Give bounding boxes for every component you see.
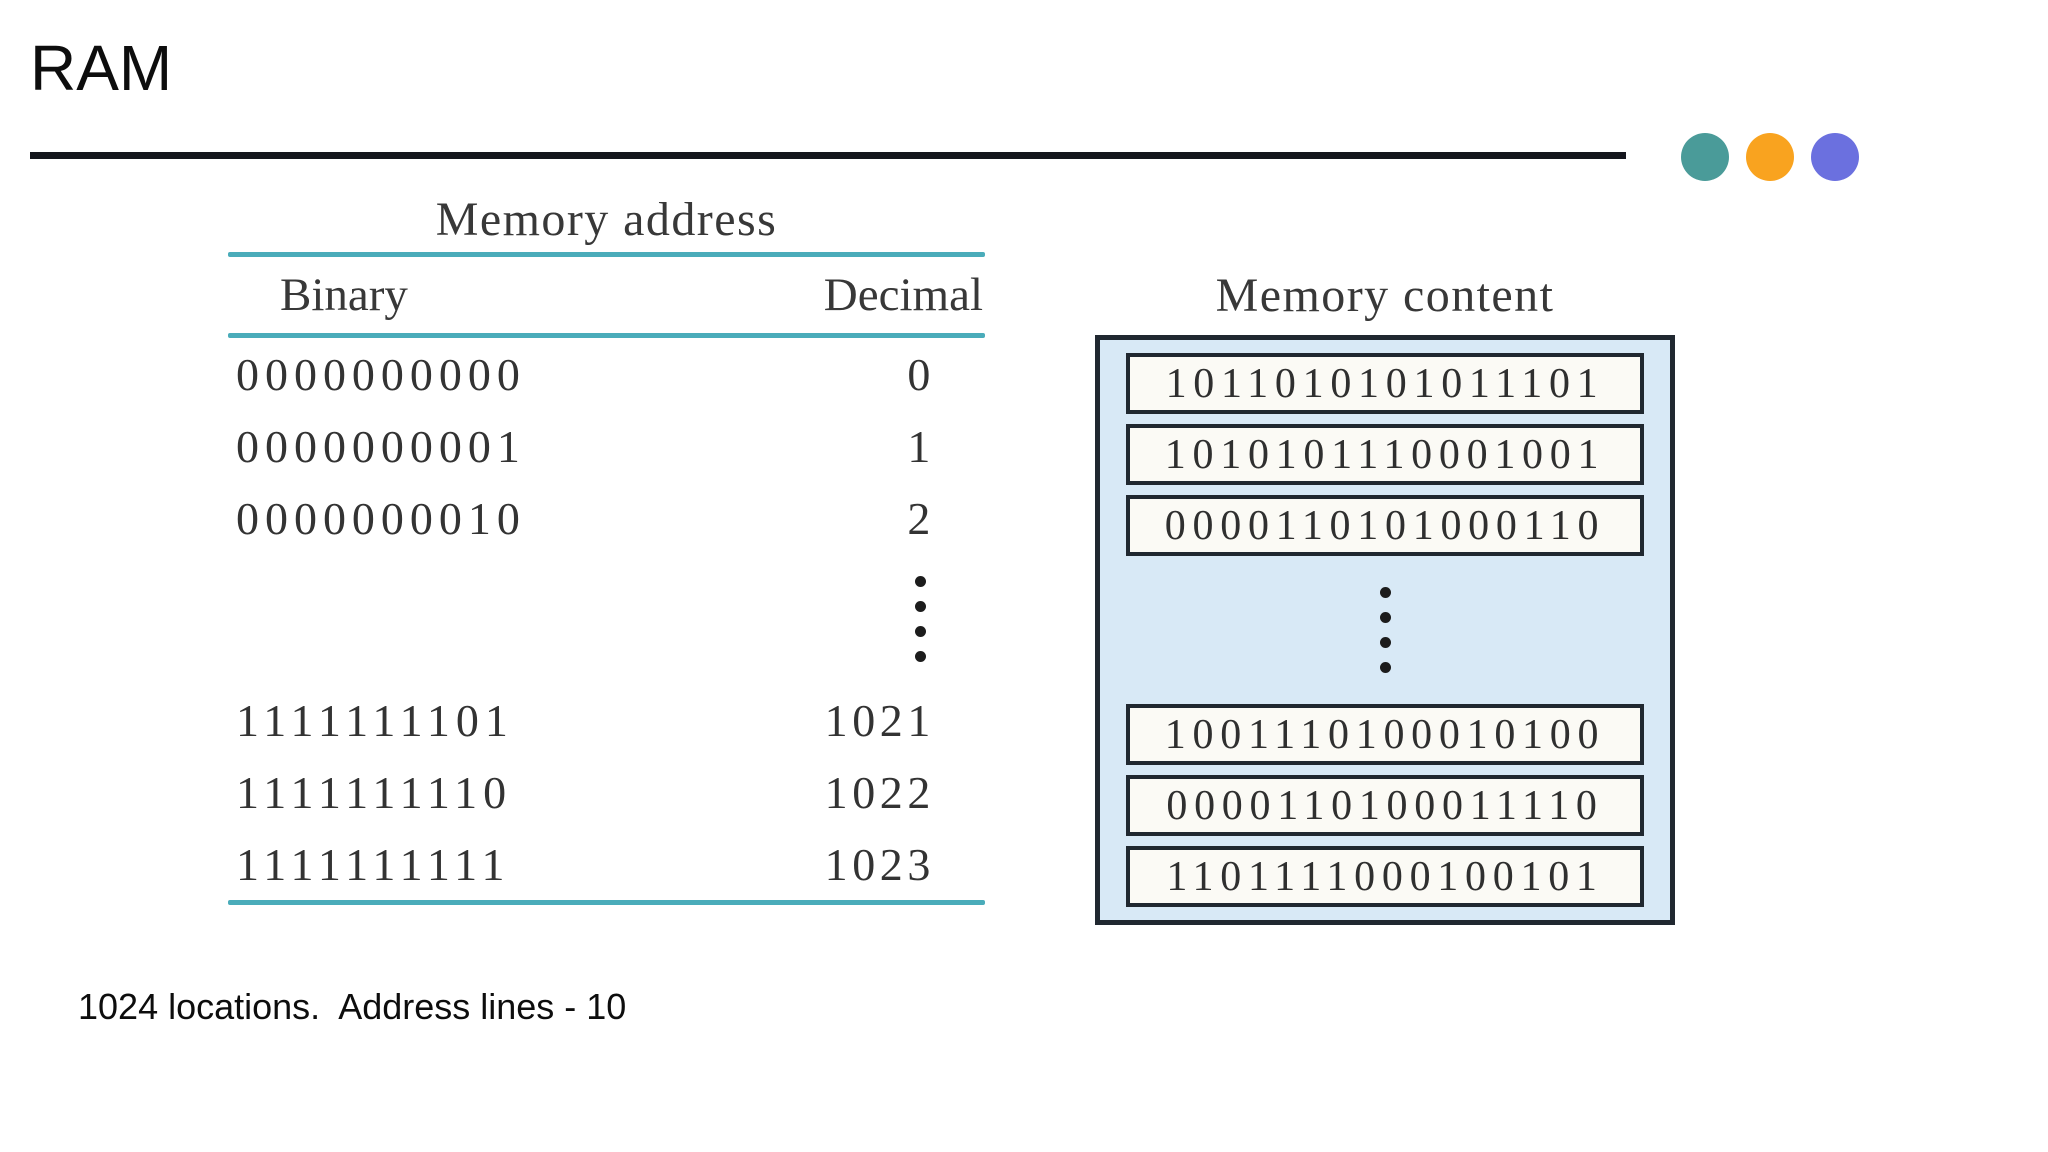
- purple-circle-icon: [1811, 133, 1859, 181]
- binary-address: 1111111110: [236, 766, 513, 818]
- ellipsis-dot: [915, 601, 926, 612]
- decoration-dots: [1681, 133, 1859, 181]
- memory-address-table: Memory address Binary Decimal 0000000000…: [228, 188, 985, 905]
- ellipsis-dot: [915, 651, 926, 662]
- decimal-address: 1023: [824, 838, 935, 890]
- address-ellipsis-dots: [228, 554, 985, 684]
- teal-circle-icon: [1681, 133, 1729, 181]
- table-row: 0000000001 1: [228, 410, 985, 482]
- decimal-address: 1021: [824, 694, 935, 746]
- memory-content-box: 1011010101011101 1010101110001001 000011…: [1095, 335, 1675, 925]
- table-row: 0000000000 0: [228, 338, 985, 410]
- binary-address: 0000000010: [236, 492, 526, 544]
- decimal-address: 1022: [824, 766, 935, 818]
- memory-cell: 1101111000100101: [1126, 846, 1644, 907]
- memory-cell: 0000110101000110: [1126, 495, 1644, 556]
- memory-cell: 1010101110001001: [1126, 424, 1644, 485]
- page-title: RAM: [30, 32, 173, 104]
- table-header-row: Binary Decimal: [228, 257, 985, 333]
- ellipsis-dot: [1379, 612, 1391, 623]
- memory-content-title: Memory content: [1215, 269, 1555, 322]
- binary-address: 0000000001: [236, 420, 526, 472]
- table-rule-header: [228, 333, 985, 338]
- binary-address: 1111111111: [236, 838, 511, 890]
- ellipsis-dot: [915, 576, 926, 587]
- slide-caption: 1024 locations. Address lines - 10: [78, 986, 627, 1027]
- decimal-address: 0: [907, 348, 935, 400]
- ellipsis-dot: [1379, 662, 1391, 673]
- binary-address: 1111111101: [236, 694, 514, 746]
- table-rule-bottom: [228, 900, 985, 905]
- memory-cell: 1011010101011101: [1126, 353, 1644, 414]
- table-row: 1111111101 1021: [228, 684, 985, 756]
- table-row: 1111111111 1023: [228, 828, 985, 900]
- orange-circle-icon: [1746, 133, 1794, 181]
- ellipsis-dot: [1379, 587, 1391, 598]
- ellipsis-dot: [915, 626, 926, 637]
- memory-cell: 0000110100011110: [1126, 775, 1644, 836]
- content-ellipsis-dots: [1126, 566, 1644, 694]
- column-header-decimal: Decimal: [823, 269, 983, 321]
- memory-address-title: Memory address: [435, 193, 778, 246]
- table-rule-top: [228, 252, 985, 257]
- decimal-address: 2: [907, 492, 935, 544]
- table-row: 0000000010 2: [228, 482, 985, 554]
- decimal-address: 1: [907, 420, 935, 472]
- ellipsis-dot: [1379, 637, 1391, 648]
- binary-address: 0000000000: [236, 348, 526, 400]
- title-underline-rule: [30, 152, 1626, 159]
- column-header-binary: Binary: [280, 269, 408, 321]
- memory-cell: 1001110100010100: [1126, 704, 1644, 765]
- table-row: 1111111110 1022: [228, 756, 985, 828]
